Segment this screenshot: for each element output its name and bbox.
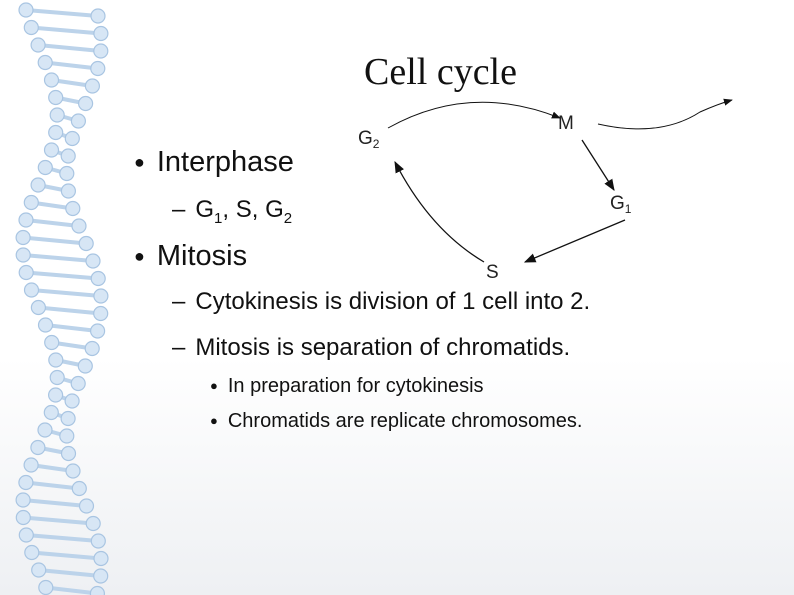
label-m: M [558,113,574,134]
dash-marker: – [172,196,186,223]
arrow-s-to-g2 [394,160,485,263]
sub-bullet-cytokinesis: –Cytokinesis is division of 1 cell into … [172,288,591,315]
bullet-dot: ● [210,378,218,393]
dna-decoration [15,2,109,595]
label-g1: G1 [610,193,632,216]
dash-marker: – [172,288,186,315]
label-g2: G2 [358,128,380,151]
bullet-dot: ● [210,413,218,428]
sub-sub-bullet-preparation: ●In preparation for cytokinesis [210,375,484,397]
bullet-interphase: ●Interphase [134,146,294,178]
arrow-g2-to-m [387,101,561,129]
sub-sub-bullet-chromatids: ●Chromatids are replicate chromosomes. [210,410,583,432]
slide-title: Cell cycle [364,51,517,93]
sub-bullet-mitosis-def: –Mitosis is separation of chromatids. [172,334,571,361]
bullet-dot: ● [134,246,145,266]
label-s: S [486,262,499,283]
dash-marker: – [172,334,186,361]
arrow-g1-to-s [523,219,626,263]
bullet-dot: ● [134,152,145,172]
dna-helix-graphic [15,2,109,595]
arrow-m-to-g1 [581,139,615,191]
sub-bullet-phases: –G1, S, G2 [172,196,293,227]
arrow-m-exit [597,98,733,130]
bullet-mitosis: ●Mitosis [134,240,248,272]
